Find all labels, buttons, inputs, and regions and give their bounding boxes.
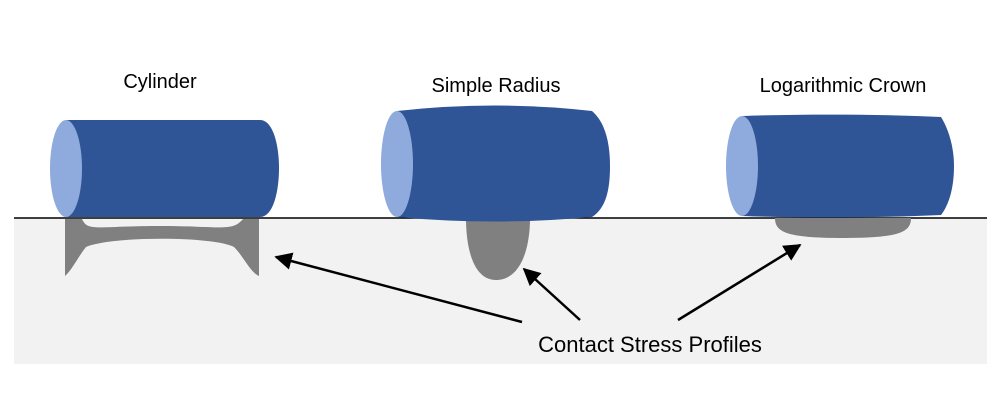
simple-radius-title: Simple Radius <box>432 75 561 97</box>
simple-radius-roller-end-face <box>381 111 413 217</box>
logarithmic-crown-stress-profile <box>775 218 911 238</box>
callout-arrows <box>274 243 802 324</box>
arrow-to-simple-radius-profile <box>522 267 581 321</box>
logarithmic-crown-roller-group: Logarithmic Crown <box>726 75 954 238</box>
arrow-to-logarithmic-crown-profile <box>677 243 802 322</box>
logarithmic-crown-title: Logarithmic Crown <box>760 75 927 97</box>
cylinder-title: Cylinder <box>123 71 197 93</box>
logarithmic-crown-roller-body <box>742 114 954 218</box>
simple-radius-roller-body <box>397 105 610 222</box>
contact-stress-profiles-label: Contact Stress Profiles <box>538 332 762 357</box>
cylinder-stress-profile <box>65 219 259 276</box>
cylinder-roller-group: Cylinder <box>50 71 279 276</box>
cylinder-roller-body <box>66 120 279 217</box>
simple-radius-roller-group: Simple Radius <box>381 75 610 280</box>
cylinder-roller-end-face <box>50 120 82 217</box>
simple-radius-stress-profile <box>466 218 530 280</box>
logarithmic-crown-roller-end-face <box>726 116 758 216</box>
arrow-to-cylinder-profile <box>274 252 523 324</box>
